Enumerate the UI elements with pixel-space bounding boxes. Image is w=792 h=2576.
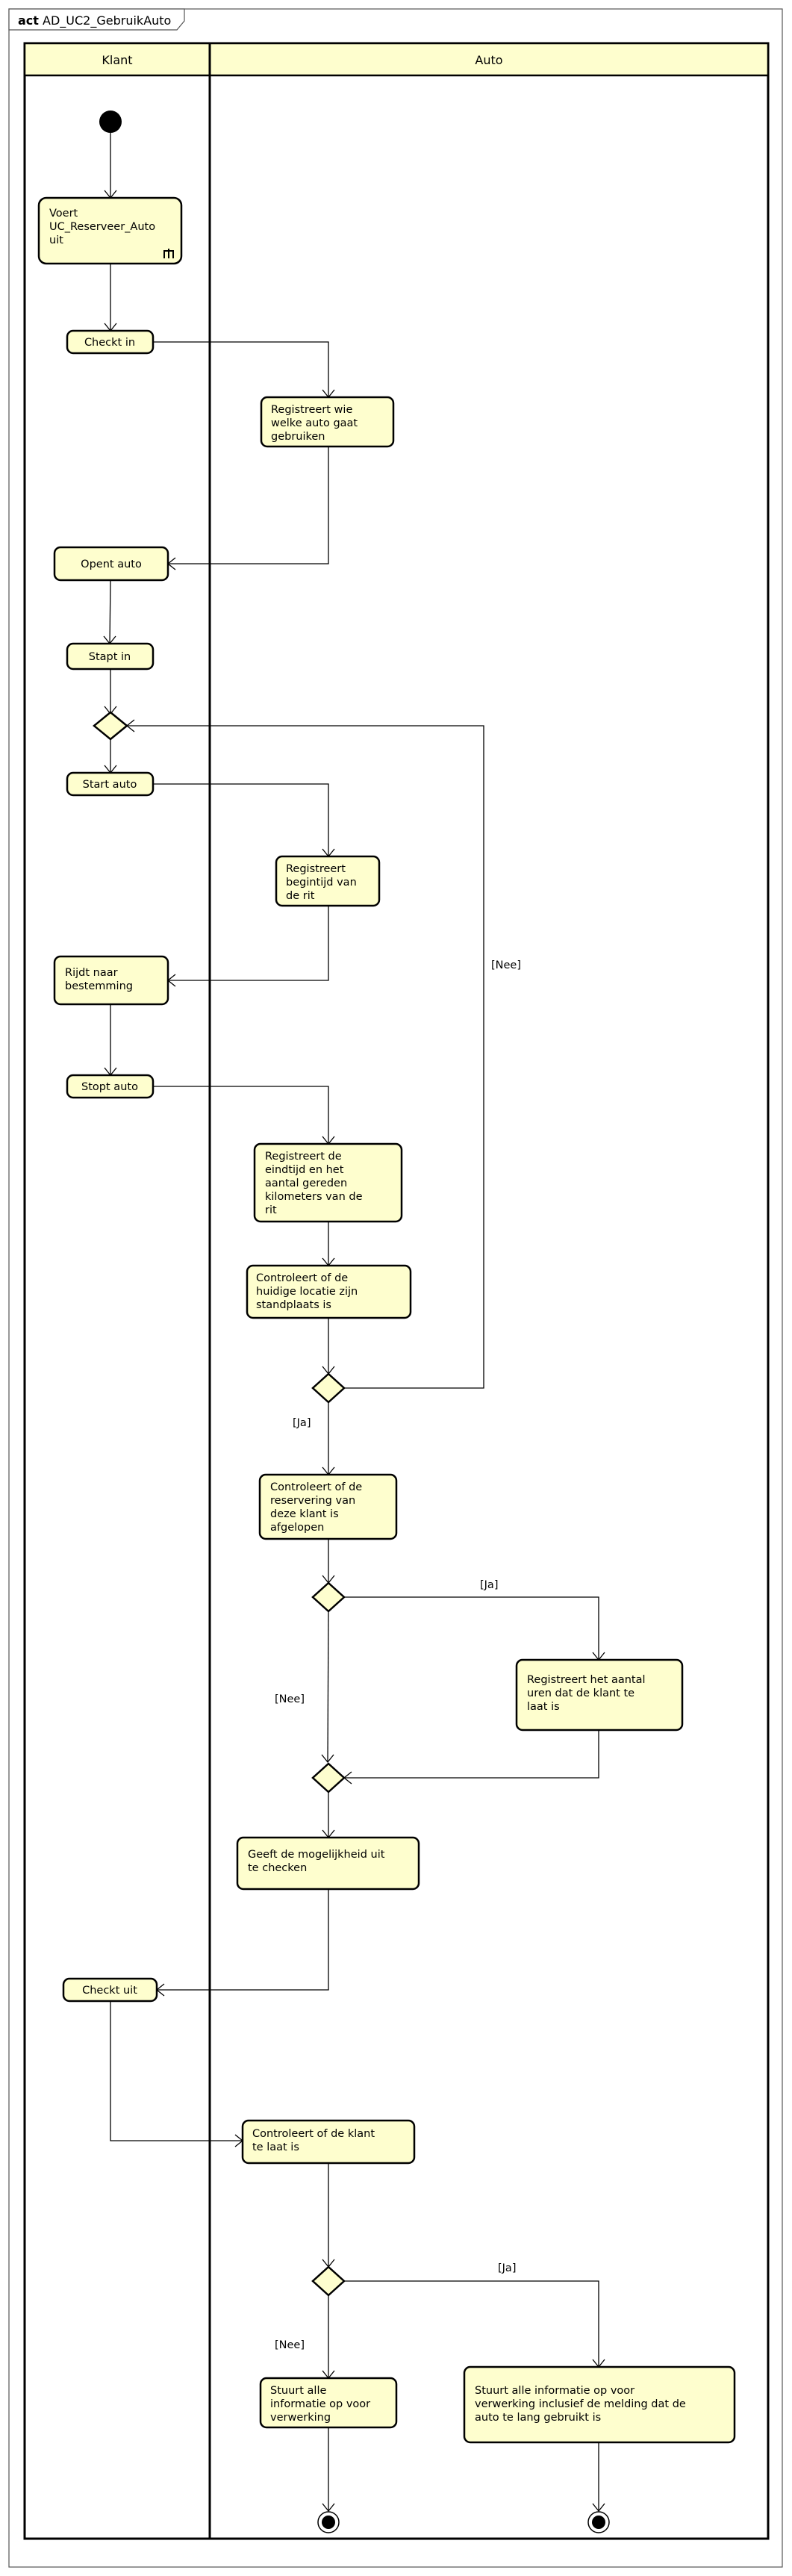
activity-controleert-klant-te-laat: Controleert of de klant te laat is (241, 2119, 416, 2165)
initial-node (99, 111, 122, 133)
activity-stapt-in: Stapt in (66, 642, 155, 671)
activity-registreert-uren: Registreert het aantal uren dat de klant… (515, 1658, 684, 1732)
guard-locatie-nee: [Nee] (491, 959, 521, 971)
guard-labels: [Nee] [Ja] [Ja] [Nee] [Ja] [Nee] (275, 959, 521, 2351)
activity-registreert-wie: Registreert wie welke auto gaat gebruike… (260, 396, 395, 448)
activity-controleert-reservering: Controleert of de reservering van deze k… (258, 1473, 398, 1540)
svg-text:Opent auto: Opent auto (81, 559, 142, 570)
lane-title-klant: Klant (102, 53, 132, 67)
svg-text:Registreert het aantal u: Registreert het aantal uren dat de klant… (527, 1674, 649, 1713)
guard-reservering-nee: [Nee] (275, 1693, 305, 1705)
activity-registreert-eindtijd: Registreert de eindtijd en het aantal ge… (253, 1142, 403, 1223)
merge-node-loop (93, 711, 128, 741)
final-node-1 (317, 2511, 340, 2533)
svg-text:Registreert de eindtijd: Registreert de eindtijd en het aantal ge… (265, 1151, 366, 1216)
svg-text:act AD_UC2_GebruikAuto: act AD_UC2_GebruikAuto (18, 13, 171, 28)
final-node-2 (587, 2511, 610, 2533)
activity-checkt-in: Checkt in (66, 329, 155, 355)
call-behavior-icon (163, 249, 174, 258)
activity-stuurt-informatie: Stuurt alle informatie op voor verwerkin… (259, 2377, 398, 2429)
frame-name: AD_UC2_GebruikAuto (43, 13, 171, 28)
decision-nodes (93, 711, 346, 2297)
frame-keyword: act (18, 13, 39, 28)
activity-uc-reserveer-auto: Voert UC_Reserveer_Auto uit (37, 196, 183, 265)
activity-rijdt-naar-bestemming: Rijdt naar bestemming (53, 955, 169, 1006)
activity-stuurt-informatie-melding: Stuurt alle informatie op voor verwerkin… (463, 2365, 736, 2444)
svg-text:Checkt in: Checkt in (84, 337, 135, 349)
activity-geeft-mogelijkheid: Geeft de mogelijkheid uit te checken (236, 1836, 420, 1891)
activity-opent-auto: Opent auto (53, 546, 169, 582)
svg-text:Controleert of de huidig: Controleert of de huidige locatie zijn s… (256, 1272, 361, 1311)
svg-text:Controleert of de reserv: Controleert of de reservering van deze k… (270, 1481, 366, 1534)
activity-registreert-begintijd: Registreert begintijd van de rit (275, 855, 381, 907)
svg-text:Rijdt naar bestemming: Rijdt naar bestemming (65, 967, 133, 992)
activity-checkt-uit: Checkt uit (62, 1977, 158, 2003)
svg-text:Start auto: Start auto (83, 779, 137, 791)
svg-text:Stopt auto: Stopt auto (81, 1081, 138, 1093)
swimlanes: Klant Auto (23, 42, 770, 2540)
merge-node-reservering (311, 1762, 346, 1793)
guard-reservering-ja: [Ja] (480, 1579, 498, 1591)
lane-header-klant (23, 42, 211, 77)
svg-text:Registreert begintijd va: Registreert begintijd van de rit (286, 863, 360, 902)
decision-node-reservering (311, 1581, 346, 1613)
svg-text:Stuurt alle informatie o: Stuurt alle informatie op voor verwerkin… (270, 2385, 374, 2424)
lane-title-auto: Auto (475, 53, 502, 67)
svg-text:Stuurt alle informatie op voor: Stuurt alle informatie op voor verwerkin… (475, 2385, 689, 2424)
svg-text:Checkt uit: Checkt uit (82, 1985, 137, 1997)
decision-node-te-laat (311, 2265, 346, 2297)
decision-node-locatie (311, 1372, 346, 1404)
svg-text:Controleert of de klant: Controleert of de klant te laat is (252, 2128, 378, 2153)
svg-text:Geeft de mogelijkheid uit: Geeft de mogelijkheid uit te checken (248, 1849, 388, 1874)
activity-controleert-locatie: Controleert of de huidige locatie zijn s… (246, 1264, 412, 1319)
activity-stopt-auto: Stopt auto (66, 1074, 155, 1099)
svg-text:Stapt in: Stapt in (89, 651, 131, 663)
svg-text:Registreert wie welke au: Registreert wie welke auto gaat gebruike… (271, 404, 361, 443)
guard-te-laat-ja: [Ja] (498, 2262, 516, 2274)
svg-text:Voert UC_Reserveer_Auto: Voert UC_Reserveer_Auto uit (49, 208, 159, 246)
activity-start-auto: Start auto (66, 771, 155, 797)
guard-locatie-ja: [Ja] (293, 1417, 311, 1429)
control-flows (109, 133, 599, 2511)
lane-header-auto (208, 42, 770, 77)
guard-te-laat-nee: [Nee] (275, 2339, 305, 2351)
